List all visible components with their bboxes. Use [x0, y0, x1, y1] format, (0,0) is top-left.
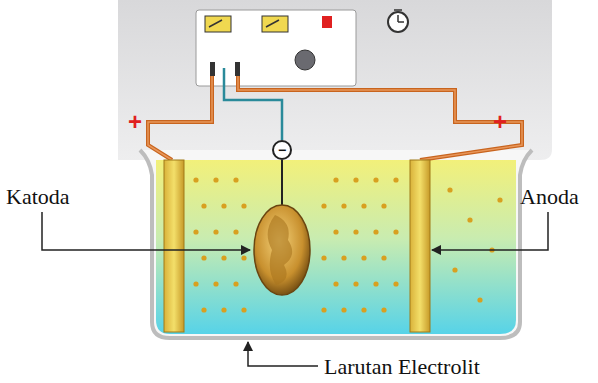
- particles: [167, 175, 502, 312]
- meter: [262, 16, 288, 32]
- particle: [221, 255, 226, 260]
- electrode-bar: [164, 160, 184, 332]
- polarity-sign: +: [493, 110, 507, 134]
- meter-needle: [209, 20, 279, 27]
- particle: [353, 177, 358, 182]
- particle: [333, 229, 338, 234]
- particle: [321, 307, 326, 312]
- particle: [233, 177, 238, 182]
- knob: [295, 50, 315, 70]
- particle: [201, 255, 206, 260]
- particle: [321, 203, 326, 208]
- switch: [322, 16, 332, 28]
- particle: [341, 307, 346, 312]
- particle: [193, 281, 198, 286]
- particle: [213, 229, 218, 234]
- particle: [213, 281, 218, 286]
- particle: [452, 267, 457, 272]
- clock-hands: [394, 10, 404, 22]
- particle: [381, 203, 386, 208]
- particle: [361, 307, 366, 312]
- housing-panel: [118, 0, 552, 160]
- particle: [353, 281, 358, 286]
- part-label: Anoda: [520, 186, 579, 208]
- part-label: Katoda: [6, 186, 70, 208]
- particle: [393, 229, 398, 234]
- terminal: [235, 62, 240, 76]
- particle: [233, 229, 238, 234]
- particle: [381, 307, 386, 312]
- electrolyte: [156, 160, 516, 334]
- particle: [353, 229, 358, 234]
- wire: [148, 76, 212, 160]
- particle: [193, 177, 198, 182]
- polarity-sign: +: [128, 110, 142, 134]
- wire: [281, 160, 283, 205]
- particle: [241, 255, 246, 260]
- particle: [341, 203, 346, 208]
- wire: [238, 76, 522, 160]
- particle: [333, 177, 338, 182]
- wire: [238, 76, 522, 160]
- leader-line: [248, 342, 318, 366]
- particle: [373, 177, 378, 182]
- polarity-sign: −: [278, 143, 286, 157]
- part-label: Larutan Electrolit: [324, 356, 480, 378]
- negative-terminal: [273, 141, 291, 159]
- particle: [193, 229, 198, 234]
- particle: [201, 307, 206, 312]
- tank: [140, 150, 532, 338]
- meter: [205, 16, 231, 32]
- particle: [221, 307, 226, 312]
- particle: [477, 297, 482, 302]
- particle: [361, 203, 366, 208]
- particle: [497, 197, 502, 202]
- particle: [221, 203, 226, 208]
- particle: [201, 203, 206, 208]
- leader-line: [432, 212, 548, 250]
- particle: [321, 255, 326, 260]
- particle: [341, 255, 346, 260]
- particle: [241, 307, 246, 312]
- electrode-bar: [410, 160, 430, 332]
- particle: [467, 217, 472, 222]
- particle: [447, 187, 452, 192]
- coin-cathode: [254, 205, 310, 295]
- power-supply: [196, 10, 356, 86]
- wire: [224, 68, 282, 140]
- wire: [148, 76, 212, 160]
- terminal: [210, 62, 215, 76]
- particle: [233, 281, 238, 286]
- particle: [381, 255, 386, 260]
- particle: [393, 281, 398, 286]
- leader-line: [42, 212, 250, 250]
- particle: [373, 229, 378, 234]
- coin-relief: [268, 215, 293, 285]
- particle: [393, 177, 398, 182]
- particle: [333, 281, 338, 286]
- particle: [373, 281, 378, 286]
- particle: [361, 255, 366, 260]
- particle: [213, 177, 218, 182]
- particle: [241, 203, 246, 208]
